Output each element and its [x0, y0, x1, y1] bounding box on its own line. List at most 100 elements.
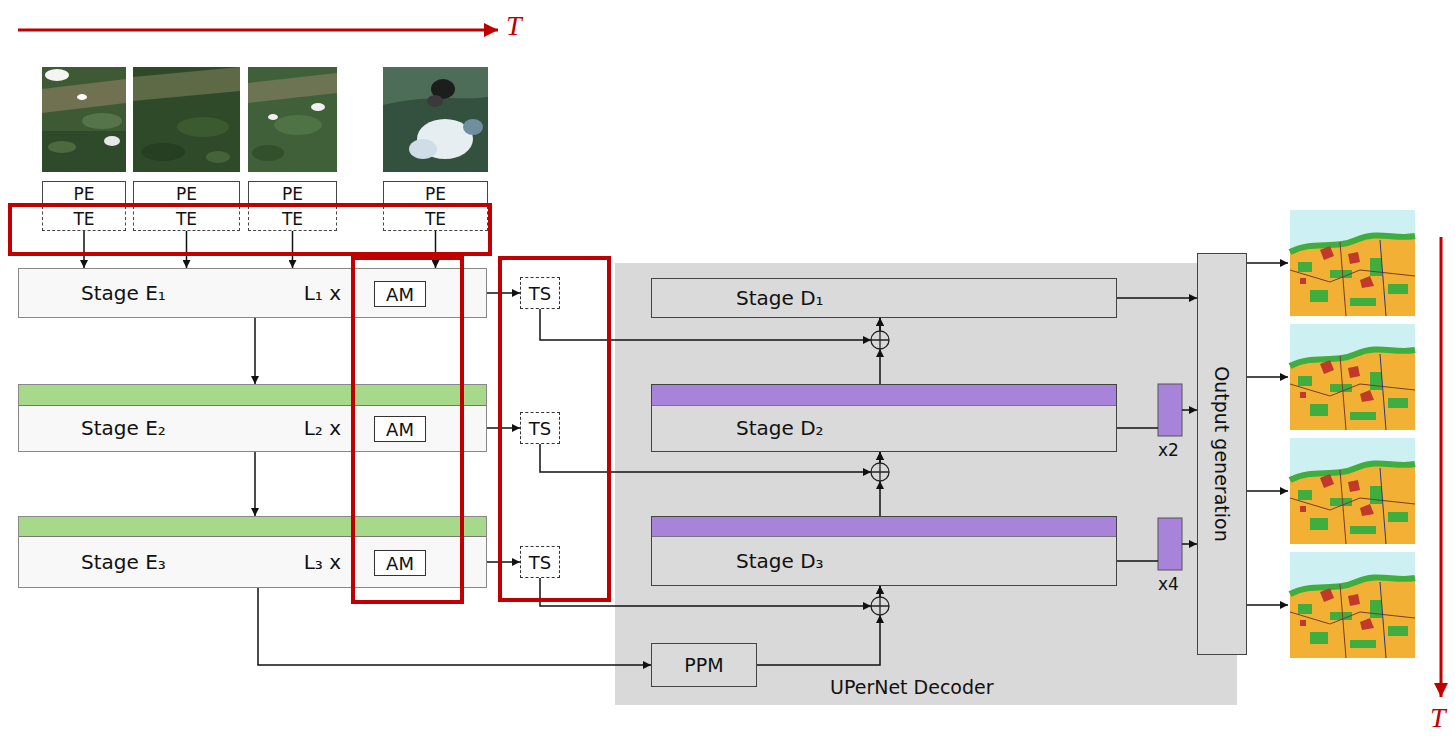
satellite-images — [311, 103, 325, 111]
patch-embed-box: PE — [383, 181, 488, 206]
upsample-bar — [1158, 384, 1182, 570]
satellite-images — [133, 67, 240, 101]
arrow-connector — [487, 427, 520, 429]
region-label: UPerNet Decoder — [830, 676, 994, 698]
arrow-connector — [879, 452, 881, 463]
arrow-connector — [1182, 409, 1197, 411]
satellite-images — [42, 79, 126, 113]
box-label: AM — [386, 284, 414, 305]
box-label: TE — [176, 209, 197, 229]
arrow-connector — [757, 586, 880, 665]
satellite-images — [133, 67, 240, 172]
output-arrows — [1247, 490, 1288, 492]
satellite-images — [133, 67, 240, 172]
box-label: TS — [529, 283, 551, 304]
highlight-box — [353, 258, 462, 602]
output-arrows — [1247, 262, 1288, 264]
decoder-region: UPerNet DecoderStage D₁Stage D₂Stage D₃P… — [615, 263, 1237, 705]
arrow-connector — [292, 231, 293, 268]
arrow-connector — [879, 452, 881, 463]
sum-symbol — [871, 463, 889, 481]
attention-module-box: AM — [374, 416, 426, 442]
satellite-images — [77, 94, 87, 100]
scale-label: x4 — [1158, 574, 1179, 594]
time-arrow — [18, 29, 498, 32]
arrow-connector — [83, 231, 85, 268]
arrow-connector — [186, 231, 188, 268]
time-arrow — [18, 30, 1441, 697]
arrow-connector — [757, 615, 880, 665]
satellite-images — [409, 139, 437, 159]
box-label: PE — [74, 184, 95, 204]
box-label: TS — [529, 418, 551, 439]
feature-strip — [19, 517, 486, 537]
satellite-images — [383, 67, 488, 172]
arrow-connector — [255, 452, 256, 516]
stage-label: Stage E₁ — [81, 281, 166, 305]
output-maps — [1290, 552, 1415, 658]
temporal-encoding-box: TE — [42, 206, 126, 231]
output-arrows — [1247, 604, 1288, 606]
box-label: Output generation — [1211, 366, 1233, 541]
satellite-images — [42, 67, 126, 172]
stage-label: Stage D₂ — [736, 416, 824, 440]
encoder-stage: Stage E₁ L₁ x AM — [18, 268, 487, 318]
stage-label: Stage D₁ — [736, 286, 824, 310]
arrow-connector — [487, 562, 520, 563]
decoder-panel — [615, 263, 1237, 705]
arrow-connector — [258, 588, 651, 665]
upsample-strip — [652, 517, 1116, 537]
layer-count: L₂ x — [304, 416, 341, 440]
arrow-connector — [255, 318, 256, 384]
temporal-selection-box: TS — [520, 277, 560, 309]
stage-label: Stage D₃ — [736, 549, 824, 573]
output-maps — [1290, 438, 1415, 544]
satellite-images — [268, 114, 278, 120]
sum-symbol — [871, 597, 889, 615]
satellite-images — [82, 113, 122, 129]
arrow-connector — [879, 349, 881, 384]
box-label: AM — [386, 419, 414, 440]
arrow-connector — [487, 561, 520, 563]
sum-symbol — [871, 331, 889, 349]
satellite-images — [383, 67, 488, 172]
arrow-connector — [1117, 560, 1158, 562]
layer-count: L₁ x — [304, 281, 341, 305]
box-label: AM — [386, 553, 414, 574]
box-label: PE — [425, 184, 446, 204]
patch-embed-box: PE — [133, 181, 240, 206]
arrow-connector — [435, 231, 436, 268]
satellite-images — [206, 151, 230, 163]
time-axis-label: T — [1430, 702, 1446, 734]
box-label: TE — [282, 209, 303, 229]
satellite-images — [427, 95, 443, 107]
arrow-connector — [1117, 298, 1197, 299]
satellite-images — [48, 141, 76, 153]
layer-count: L₃ x — [304, 550, 341, 574]
decoder-stage: Stage D₁ — [651, 278, 1117, 318]
arrow-connector — [880, 318, 881, 384]
arrow-connector — [879, 586, 881, 597]
sum-symbol — [871, 331, 889, 615]
highlight-box — [10, 205, 490, 254]
arrow-connector — [292, 231, 294, 268]
temporal-encoding-box: TE — [383, 206, 488, 231]
decoder-stage: Stage D₃ — [651, 516, 1117, 586]
stage-label: Stage E₂ — [81, 416, 166, 440]
scale-label: x2 — [1158, 440, 1179, 460]
satellite-images — [248, 73, 337, 103]
output-maps — [1290, 210, 1415, 658]
feature-strip — [19, 385, 486, 406]
arrow-connector — [258, 588, 651, 665]
arrow-connector — [879, 586, 881, 597]
satellite-images — [248, 67, 337, 172]
attention-module-box: AM — [374, 550, 426, 576]
satellite-images — [42, 131, 126, 172]
temporal-selection-box: TS — [520, 412, 560, 444]
arrow-connector — [879, 318, 881, 331]
temporal-encoding-box: TE — [133, 206, 240, 231]
satellite-images — [463, 119, 483, 135]
highlight-box — [500, 258, 609, 600]
